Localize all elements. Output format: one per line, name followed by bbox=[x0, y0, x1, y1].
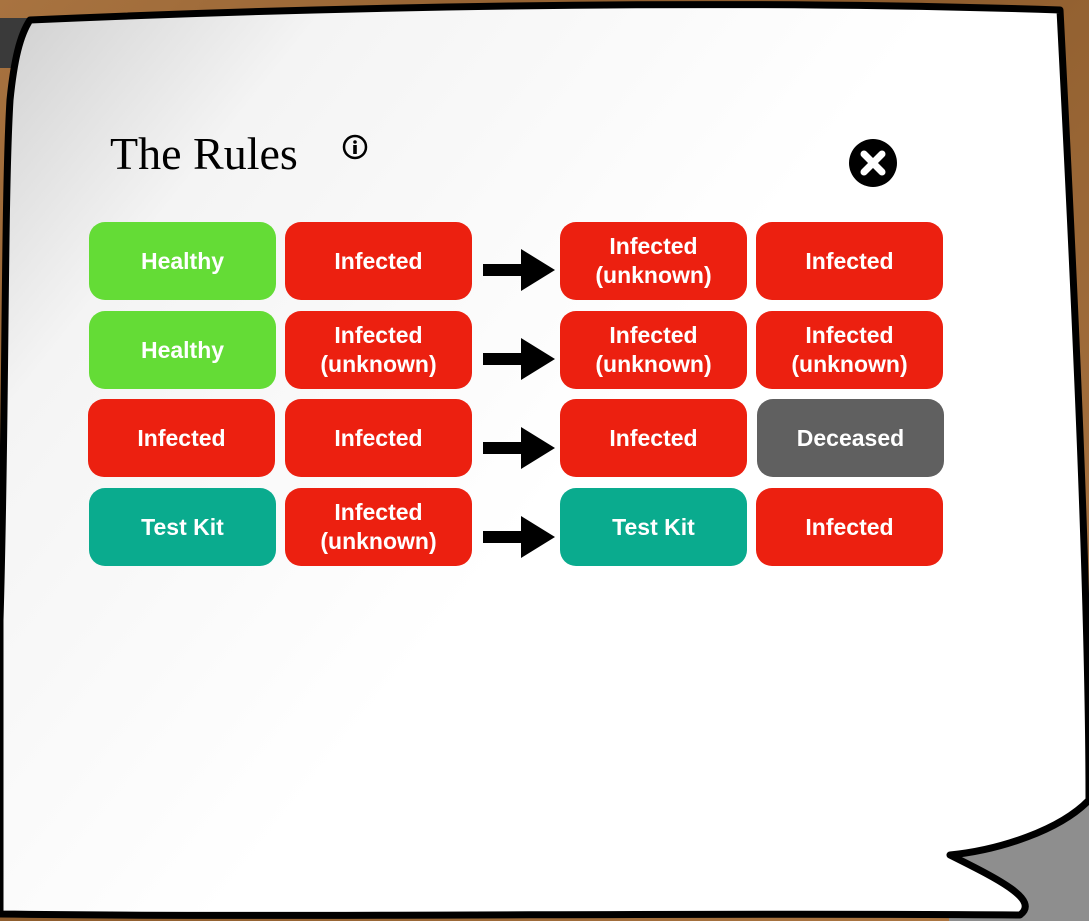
rule-4-input-1-tile: Test Kit bbox=[89, 488, 276, 566]
arrow-right-icon bbox=[483, 516, 555, 558]
dialog-title: The Rules bbox=[110, 128, 298, 179]
rule-3-output-2-tile: Deceased bbox=[757, 399, 944, 477]
rule-2-input-1-tile: Healthy bbox=[89, 311, 276, 389]
tile-label: Test Kit bbox=[141, 513, 224, 540]
arrow-right-icon bbox=[483, 338, 555, 380]
tile-label: Infected (unknown) bbox=[595, 233, 712, 288]
rule-2-output-1-tile: Infected (unknown) bbox=[560, 311, 747, 389]
rule-1-output-1-tile: Infected (unknown) bbox=[560, 222, 747, 300]
tile-label: Infected (unknown) bbox=[791, 322, 908, 377]
tile-label: Infected bbox=[137, 424, 226, 451]
rule-4-output-1-tile: Test Kit bbox=[560, 488, 747, 566]
rule-1-input-2-tile: Infected bbox=[285, 222, 472, 300]
tile-label: Healthy bbox=[140, 336, 225, 363]
tile-label: Infected (unknown) bbox=[320, 322, 437, 377]
tile-label: Infected bbox=[334, 247, 423, 274]
rule-3-output-1-tile: Infected bbox=[560, 399, 747, 477]
close-button[interactable] bbox=[848, 138, 898, 188]
close-icon bbox=[849, 139, 897, 187]
arrow-right-icon bbox=[483, 249, 555, 291]
rule-2-input-2-tile: Infected (unknown) bbox=[285, 311, 472, 389]
arrow-right-icon bbox=[483, 427, 555, 469]
tile-label: Test Kit bbox=[612, 513, 695, 540]
rule-1-input-1-tile: Healthy bbox=[89, 222, 276, 300]
rule-2-output-2-tile: Infected (unknown) bbox=[756, 311, 943, 389]
tile-label: Healthy bbox=[140, 247, 225, 274]
rule-3-input-1-tile: Infected bbox=[88, 399, 275, 477]
rule-1-output-2-tile: Infected bbox=[756, 222, 943, 300]
rule-4-input-2-tile: Infected (unknown) bbox=[285, 488, 472, 566]
tile-label: Infected bbox=[805, 247, 894, 274]
tile-label: Infected (unknown) bbox=[595, 322, 712, 377]
tile-label: Infected bbox=[334, 424, 423, 451]
tile-label: Deceased bbox=[796, 424, 905, 451]
tile-label: Infected bbox=[805, 513, 894, 540]
rule-4-output-2-tile: Infected bbox=[756, 488, 943, 566]
rule-3-input-2-tile: Infected bbox=[285, 399, 472, 477]
tile-label: Infected (unknown) bbox=[320, 499, 437, 554]
tile-label: Infected bbox=[609, 424, 698, 451]
info-icon[interactable] bbox=[342, 134, 368, 160]
